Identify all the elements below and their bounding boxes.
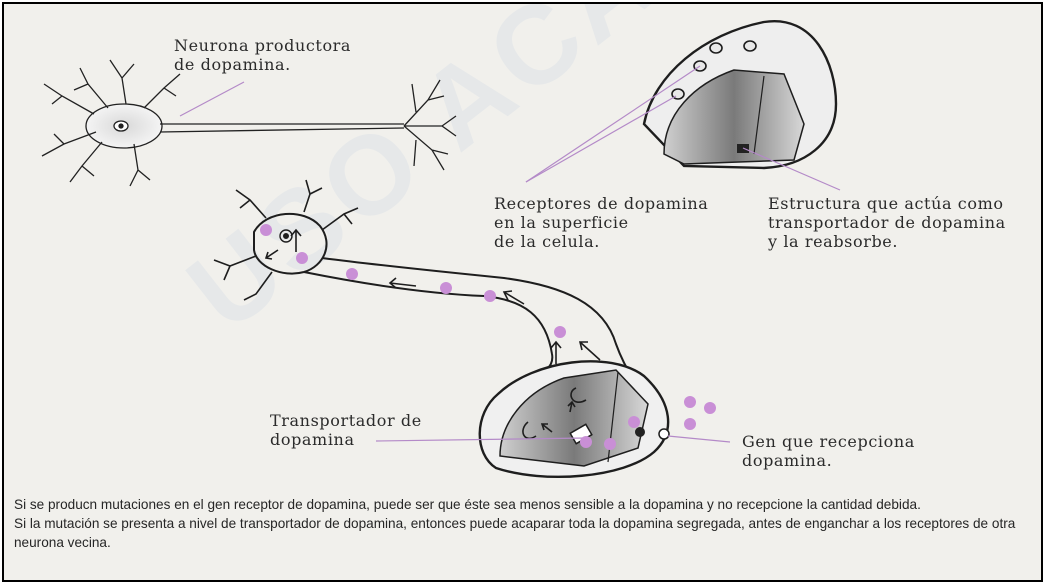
diagram-artwork: [4, 4, 1041, 580]
receptor-gene-pointer-line: [668, 436, 730, 442]
dopamine-dot: [296, 252, 308, 264]
label-receptor-gene: Gen que recepciona dopamina.: [742, 432, 915, 470]
dopamine-dot: [704, 402, 716, 414]
dopamine-dot: [628, 416, 640, 428]
caption-text: Si se producn mutaciones en el gen recep…: [14, 495, 1034, 552]
producer-neuron: [42, 60, 456, 186]
receptor-dot: [710, 43, 722, 53]
label-receptors: Receptores de dopamina en la superficie …: [494, 194, 708, 251]
dopamine-dot: [260, 224, 272, 236]
dopamine-dot: [684, 396, 696, 408]
receptor-dot: [744, 41, 756, 51]
label-transporter-structure: Estructura que actúa como transportador …: [768, 194, 1006, 251]
dopamine-dot: [684, 418, 696, 430]
caption-paragraph-1: Si se producn mutaciones en el gen recep…: [14, 495, 1034, 514]
dopamine-dot: [604, 438, 616, 450]
dopamine-dot: [580, 436, 592, 448]
producer-pointer-line: [180, 82, 244, 116]
label-producer-neuron: Neurona productora de dopamina.: [174, 36, 351, 74]
dopamine-dot: [484, 290, 496, 302]
label-transporter: Transportador de dopamina: [270, 411, 422, 449]
dopamine-dot: [346, 268, 358, 280]
dopamine-dot: [440, 282, 452, 294]
bottom-terminal: [480, 361, 669, 477]
dopamine-dot: [554, 326, 566, 338]
caption-paragraph-2: Si la mutación se presenta a nivel de tr…: [14, 514, 1034, 552]
